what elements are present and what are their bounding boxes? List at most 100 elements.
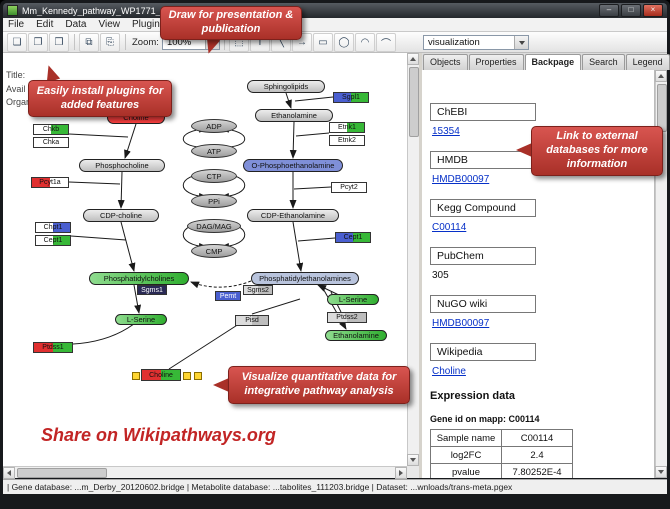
- backpage-link-nugo[interactable]: HMDB00097: [432, 318, 490, 329]
- tab-search[interactable]: Search: [582, 54, 625, 70]
- pathway-node-ethanolamine-top[interactable]: Ethanolamine: [255, 109, 333, 122]
- title-bar[interactable]: Mm_Kennedy_pathway_WP1771_45176.gpml – □…: [3, 3, 667, 18]
- pathway-node-etnk1[interactable]: Etnk1: [329, 122, 365, 133]
- pathway-node-etnk2[interactable]: Etnk2: [329, 135, 365, 146]
- pathway-node-ethanolamine-bottom[interactable]: Ethanolamine: [325, 330, 387, 341]
- pathway-node-l-serine-left[interactable]: L-Serine: [115, 314, 167, 325]
- pathway-node-phosphatidylethanolamines[interactable]: Phosphatidylethanolamines: [251, 272, 359, 285]
- selection-handle[interactable]: [183, 372, 191, 380]
- vertical-scroll-thumb[interactable]: [409, 67, 419, 137]
- app-icon: [7, 5, 18, 16]
- canvas-horizontal-scrollbar[interactable]: [3, 466, 407, 479]
- menu-view[interactable]: View: [98, 19, 120, 30]
- maximize-button[interactable]: □: [621, 4, 641, 17]
- visualization-value: visualization: [428, 37, 480, 48]
- pathway-node-l-serine-right[interactable]: L-Serine: [327, 294, 379, 305]
- copy-button[interactable]: ⧉: [79, 32, 99, 52]
- pathway-node-sphingolipids[interactable]: Sphingolipids: [247, 80, 325, 93]
- backpage-link-wikipedia[interactable]: Choline: [432, 366, 466, 377]
- pathway-node-ptdss2[interactable]: Ptdss2: [327, 312, 367, 323]
- pathway-node-chkb[interactable]: Chkb: [33, 124, 69, 135]
- pathway-node-ppi[interactable]: PPi: [191, 194, 237, 208]
- tab-objects[interactable]: Objects: [423, 54, 468, 70]
- scroll-up-button[interactable]: [655, 70, 667, 82]
- pathway-node-ptdss1[interactable]: Ptdss1: [33, 342, 73, 353]
- status-bar: | Gene database: ...m_Derby_20120602.bri…: [3, 479, 667, 494]
- selection-handle[interactable]: [194, 372, 202, 380]
- rectangle-tool-button[interactable]: ▭: [312, 32, 333, 52]
- panel-scroll-thumb[interactable]: [657, 84, 667, 132]
- info-title-label: Title:: [6, 70, 26, 80]
- pathway-node-phosphocholine[interactable]: Phosphocholine: [79, 159, 165, 172]
- scroll-right-button[interactable]: [395, 467, 407, 479]
- pathway-node-chka[interactable]: Chka: [33, 137, 69, 148]
- info-organism-label: Organ: [6, 97, 32, 107]
- menu-data[interactable]: Data: [65, 19, 87, 30]
- scroll-left-button[interactable]: [3, 467, 15, 479]
- pathway-canvas[interactable]: Title: Avail Organ Sphingolipids Sgpl1 E…: [3, 53, 407, 466]
- callout-plugins: Easily install plugins for added feature…: [28, 80, 172, 117]
- tab-properties[interactable]: Properties: [468, 54, 524, 70]
- info-availability-label: Avail: [6, 84, 26, 94]
- tab-legend[interactable]: Legend: [625, 54, 670, 70]
- backpage-link-kegg[interactable]: C00114: [432, 222, 467, 233]
- canvas-area[interactable]: Title: Avail Organ Sphingolipids Sgpl1 E…: [3, 53, 419, 479]
- scroll-down-button[interactable]: [407, 454, 419, 466]
- pathway-node-cmp[interactable]: CMP: [191, 244, 237, 258]
- panel-splitter[interactable]: [419, 53, 422, 478]
- tab-backpage[interactable]: Backpage: [524, 54, 582, 70]
- pathway-node-cdp-choline[interactable]: CDP-choline: [83, 209, 159, 222]
- table-row: Sample name C00114: [430, 429, 573, 447]
- pathway-node-sgms2[interactable]: Sgms2: [243, 285, 273, 295]
- backpage-link-chebi[interactable]: 15354: [432, 126, 460, 137]
- menu-plugins[interactable]: Plugins: [131, 19, 165, 30]
- expression-gene-id: Gene id on mapp: C00114: [430, 414, 540, 424]
- brace-tool-button[interactable]: ⌒: [375, 32, 396, 52]
- table-cell: C00114: [501, 429, 573, 447]
- pathway-node-sgpl1[interactable]: Sgpl1: [333, 92, 369, 103]
- pathway-node-pisd[interactable]: Pisd: [235, 315, 269, 326]
- backpage-link-hmdb[interactable]: HMDB00097: [432, 174, 490, 185]
- scroll-up-button[interactable]: [407, 53, 419, 65]
- menu-file[interactable]: File: [8, 19, 25, 30]
- pathway-node-o-phosphoethanolamine[interactable]: O-Phosphoethanolamine: [243, 159, 343, 172]
- canvas-vertical-scrollbar[interactable]: [407, 53, 419, 466]
- selection-handle[interactable]: [132, 372, 140, 380]
- callout-draw: Draw for presentation & publication: [160, 6, 302, 40]
- pathway-node-pcyt1a[interactable]: Pcyt1a: [31, 177, 69, 188]
- zoom-value: 100%: [166, 36, 192, 48]
- close-button[interactable]: ×: [643, 4, 663, 17]
- paste-button[interactable]: ⎘: [100, 32, 120, 52]
- pathway-node-pemt[interactable]: Pemt: [215, 291, 241, 301]
- minimize-button[interactable]: –: [599, 4, 619, 17]
- pathway-node-sgms1[interactable]: Sgms1: [137, 285, 167, 295]
- open-button[interactable]: ❐: [28, 32, 48, 52]
- arc-tool-button[interactable]: ◠: [354, 32, 375, 52]
- ellipse-tool-button[interactable]: ◯: [333, 32, 354, 52]
- menu-edit[interactable]: Edit: [36, 19, 54, 30]
- save-button[interactable]: ❒: [49, 32, 69, 52]
- table-cell: log2FC: [430, 446, 502, 464]
- pathway-node-dag-mag[interactable]: DAG/MAG: [187, 219, 241, 233]
- pathway-node-adp[interactable]: ADP: [191, 119, 237, 133]
- pathway-node-choline-selected[interactable]: Choline: [141, 369, 181, 381]
- window-title: Mm_Kennedy_pathway_WP1771_45176.gpml: [22, 5, 208, 16]
- backpage-value-pubchem: 305: [432, 270, 449, 281]
- pathway-node-cdp-ethanolamine[interactable]: CDP-Ethanolamine: [247, 209, 339, 222]
- pathway-node-cept1-left[interactable]: Cept1: [35, 235, 71, 246]
- visualization-select[interactable]: visualization: [423, 35, 529, 50]
- pathway-node-ctp[interactable]: CTP: [191, 169, 237, 183]
- pathway-node-cept1-right[interactable]: Cept1: [335, 232, 371, 243]
- new-button[interactable]: ❏: [7, 32, 27, 52]
- scroll-down-button[interactable]: [655, 466, 667, 478]
- pathway-node-pcyt2[interactable]: Pcyt2: [331, 182, 367, 193]
- backpage-header-hmdb: HMDB: [430, 151, 536, 169]
- pathway-node-atp[interactable]: ATP: [191, 144, 237, 158]
- pathway-node-phosphatidylcholines[interactable]: Phosphatidylcholines: [89, 272, 189, 285]
- backpage-header-pubchem: PubChem: [430, 247, 536, 265]
- chevron-down-icon[interactable]: [514, 36, 528, 49]
- horizontal-scroll-thumb[interactable]: [17, 468, 107, 478]
- share-wikipathways-text: Share on Wikipathways.org: [41, 425, 276, 445]
- pathway-node-chpt1[interactable]: Chpt1: [35, 222, 71, 233]
